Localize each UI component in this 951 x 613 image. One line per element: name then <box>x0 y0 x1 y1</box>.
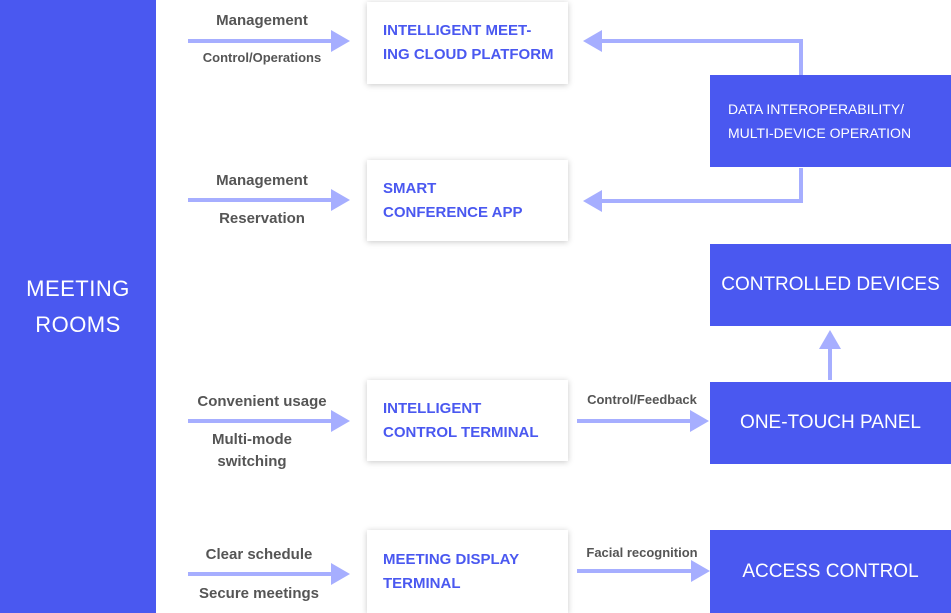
smart-conference-app-card: SMART CONFERENCE APP <box>367 160 568 241</box>
access-control-box: ACCESS CONTROL <box>710 530 951 613</box>
meeting-display-terminal-card: MEETING DISPLAY TERMINAL <box>367 530 568 613</box>
management-label-2: Management <box>216 172 308 189</box>
reservation-label: Reservation <box>219 210 305 227</box>
controlled-devices-label: CONTROLLED DEVICES <box>721 274 940 295</box>
one-touch-panel-label: ONE-TOUCH PANEL <box>740 412 921 433</box>
management-label-1: Management <box>216 12 308 29</box>
meeting-rooms-label: MEETING ROOMS <box>26 275 130 337</box>
one-touch-panel-box: ONE-TOUCH PANEL <box>710 382 951 464</box>
conference-app-label: SMART CONFERENCE APP <box>383 179 523 221</box>
access-control-label: ACCESS CONTROL <box>742 560 919 582</box>
intelligent-control-terminal-card: INTELLIGENT CONTROL TERMINAL <box>367 380 568 461</box>
data-interoperability-label: DATA INTEROPERABILITY/ MULTI-DEVICE OPER… <box>728 101 912 141</box>
convenient-usage-label: Convenient usage <box>197 393 327 410</box>
meeting-rooms-block: MEETING ROOMS <box>0 0 156 613</box>
secure-meetings-label: Secure meetings <box>198 585 320 602</box>
data-interoperability-box: DATA INTEROPERABILITY/ MULTI-DEVICE OPER… <box>710 75 951 167</box>
arrow-interop-to-conference-app <box>600 168 803 203</box>
cloud-platform-label: INTELLIGENT MEET-ING CLOUD PLATFORM <box>383 22 554 63</box>
multi-mode-switching-label: Multi-mode switching <box>212 431 292 470</box>
intelligent-meeting-cloud-platform-card: INTELLIGENT MEET-ING CLOUD PLATFORM <box>367 2 568 84</box>
arrow-interop-to-cloud-platform <box>600 39 803 75</box>
control-feedback-label: Control/Feedback <box>587 392 697 407</box>
display-terminal-label: MEETING DISPLAY TERMINAL <box>383 550 519 592</box>
facial-recognition-label: Facial recognition <box>586 545 698 560</box>
control-operations-label: Control/Operations <box>202 50 322 65</box>
clear-schedule-label: Clear schedule <box>205 546 313 563</box>
control-terminal-label: INTELLIGENT CONTROL TERMINAL <box>383 399 539 441</box>
controlled-devices-box: CONTROLLED DEVICES <box>710 244 951 326</box>
